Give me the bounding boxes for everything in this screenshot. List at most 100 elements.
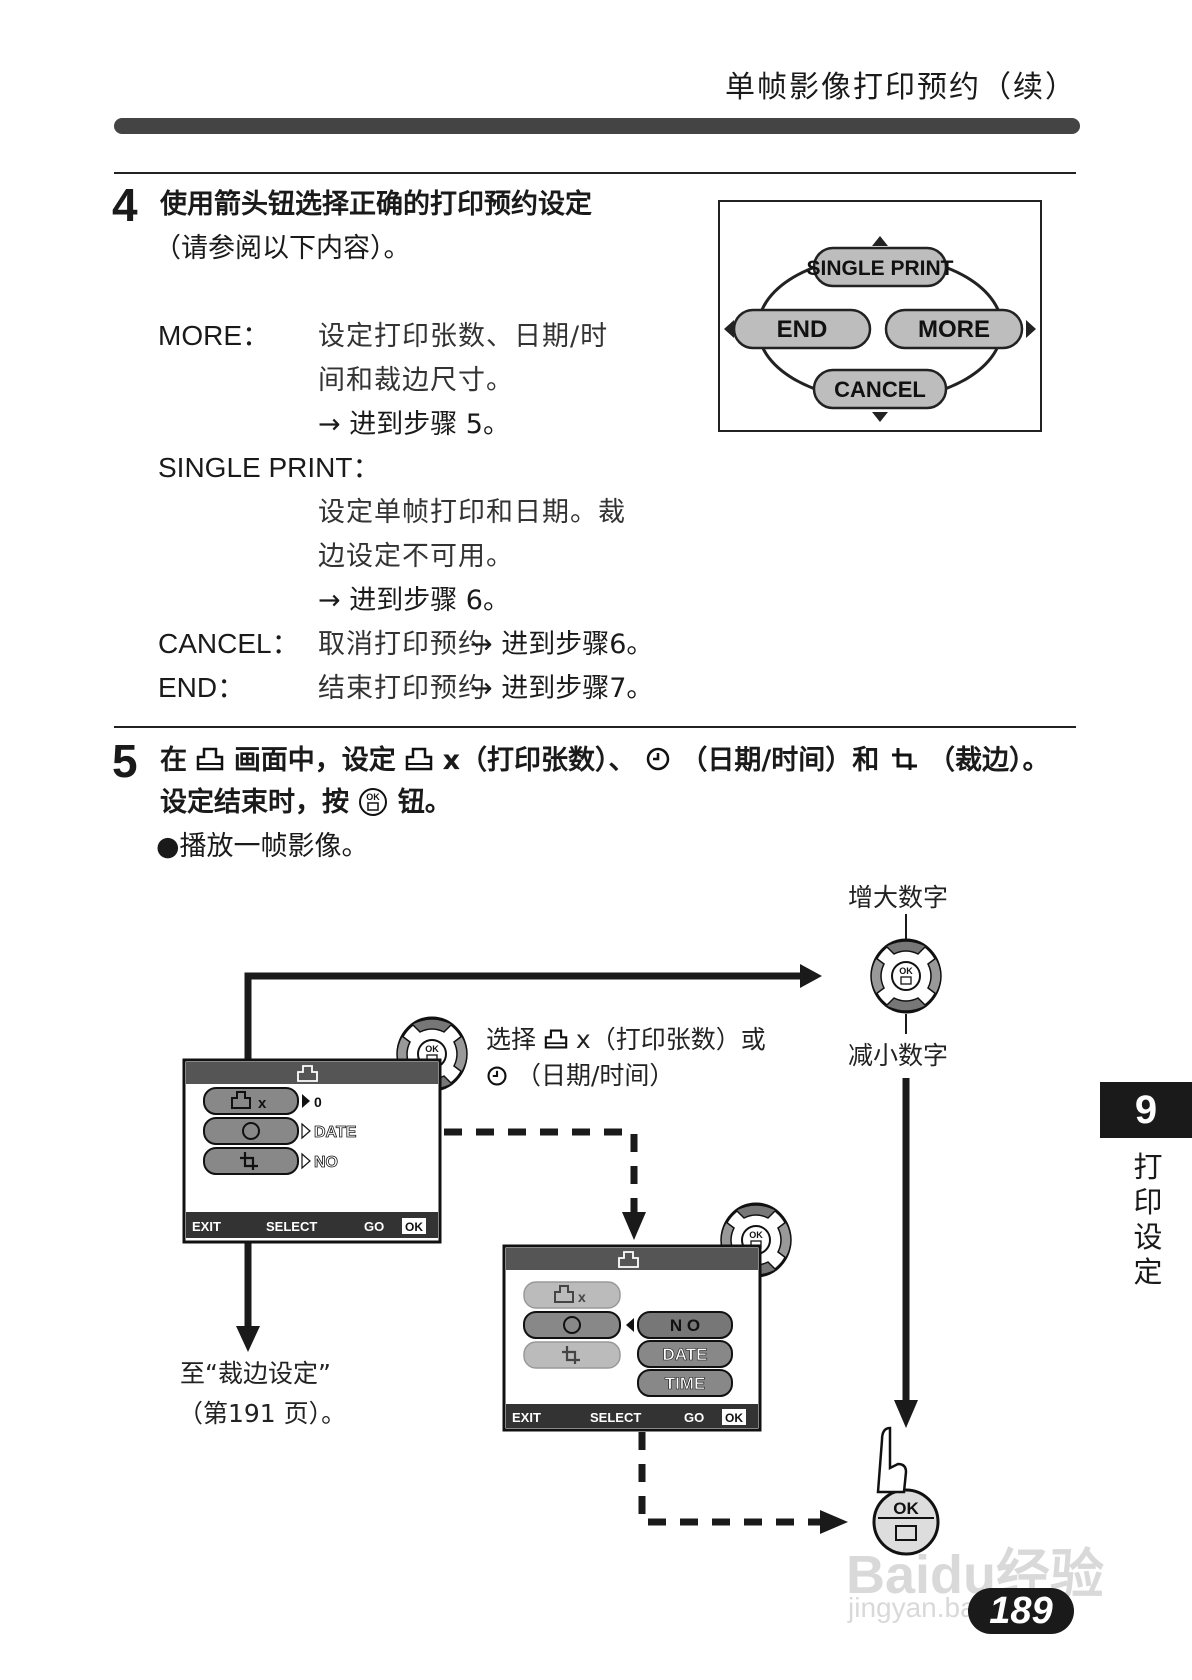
menu-cancel: CANCEL	[812, 368, 948, 410]
svg-text:OK: OK	[367, 792, 381, 802]
screen2-footer-go: GO	[684, 1410, 704, 1425]
to-trim-line2: （第191 页）。	[178, 1399, 347, 1428]
arrow-down-icon	[894, 1400, 918, 1428]
print-icon	[197, 747, 224, 771]
select-note-c: （日期/时间）	[515, 1061, 675, 1090]
camera-screen-2: x N O DATE TIME EXIT SELECT GO OK	[502, 1244, 762, 1432]
screen2-option-no: N O	[670, 1316, 700, 1335]
clock-icon	[563, 1316, 581, 1334]
clock-icon-small	[487, 1066, 507, 1086]
goto-end: → 进到步骤7。	[470, 673, 654, 704]
trim-icon	[562, 1346, 580, 1364]
step5-line2-a: 设定结束时，按	[160, 787, 349, 818]
arrow-down-icon	[236, 1326, 260, 1352]
header-bar	[114, 118, 1080, 134]
arrow-right-icon	[820, 1510, 848, 1534]
camera-screen-1: x 0 DATE NO EXIT SELECT GO OK	[182, 1058, 442, 1244]
goto-cancel: → 进到步骤6。	[470, 629, 654, 660]
desc-single-line1: 设定单帧打印和日期。裁	[318, 497, 626, 528]
screen1-footer-exit: EXIT	[192, 1219, 221, 1234]
screen2-option-time: TIME	[665, 1374, 706, 1393]
dpad-icon	[869, 938, 943, 1014]
screen2-footer-ok: OK	[725, 1411, 743, 1425]
to-trim-line1: 至“裁边设定”	[180, 1359, 331, 1388]
term-cancel: CANCEL：	[158, 628, 300, 659]
print-count-icon-small	[544, 1029, 568, 1049]
step4-rule	[114, 172, 1076, 174]
select-note-line2: （日期/时间）	[486, 1056, 674, 1092]
print-menu-illustration: SINGLE PRINT END MORE CANCEL	[718, 200, 1042, 432]
arrow-down-icon	[622, 1212, 646, 1240]
screen1-footer-go: GO	[364, 1219, 384, 1234]
step4-title-line2: （请参阅以下内容）。	[154, 233, 411, 264]
term-more: MORE：	[158, 320, 271, 351]
step5-line2-b: 钮。	[397, 787, 452, 818]
chapter-tab-char: 印	[1133, 1185, 1163, 1219]
ok-press-label: OK	[893, 1499, 919, 1518]
term-single-print: SINGLE PRINT：	[158, 452, 381, 483]
screen2-footer-exit: EXIT	[512, 1410, 541, 1425]
trim-icon	[891, 748, 917, 770]
desc-more-line2: 间和裁边尺寸。	[318, 365, 514, 396]
chapter-tab-label: 打 印 设 定	[1128, 1150, 1168, 1290]
flow-line-to-count	[244, 972, 810, 1068]
screen2-option-date: DATE	[662, 1345, 707, 1364]
chapter-tab-number: 9	[1100, 1082, 1192, 1138]
print-icon	[297, 1065, 318, 1082]
menu-single-print-label: SINGLE PRINT	[806, 257, 953, 280]
menu-icon	[895, 1525, 917, 1541]
finger-icon	[876, 1426, 908, 1494]
step5-line1: 在 画面中，设定 x（打印张数）、 （日期/时间）和 （裁边）。	[160, 738, 1050, 777]
chapter-tab-char: 设	[1133, 1220, 1163, 1254]
clock-icon	[646, 747, 670, 771]
step5-line1-b: 画面中，设定	[233, 745, 396, 776]
step5-line2: 设定结束时，按 OK 钮。	[160, 780, 452, 819]
step4-title-line1: 使用箭头钮选择正确的打印预约设定	[160, 189, 592, 220]
screen2-row1-label: x	[578, 1289, 586, 1305]
page-header-title: 单帧影像打印预约（续）	[725, 70, 1077, 105]
screen1-footer-ok: OK	[405, 1220, 423, 1234]
flow-dashed-to-ok	[638, 1432, 820, 1526]
arrow-up-icon	[872, 236, 888, 246]
screen2-footer-select: SELECT	[590, 1410, 641, 1425]
desc-single-line2: 边设定不可用。	[318, 541, 514, 572]
goto-more: → 进到步骤 5。	[318, 409, 510, 440]
screen1-footer-select: SELECT	[266, 1219, 317, 1234]
increase-label: 增大数字	[848, 883, 949, 912]
desc-more-line1: 设定打印张数、日期/时	[318, 321, 609, 352]
screen1-count-value: 0	[314, 1094, 322, 1110]
flow-diagram: OK x 0 DATE NO EXIT SELECT G	[182, 914, 943, 1556]
menu-more: MORE	[884, 308, 1024, 350]
menu-cancel-label: CANCEL	[834, 377, 926, 402]
ok-button-icon: OK	[359, 788, 388, 816]
desc-end: 结束打印预约	[318, 673, 486, 704]
step5-line1-d: （日期/时间）和	[680, 745, 880, 776]
desc-cancel: 取消打印预约	[318, 629, 486, 660]
print-count-icon	[554, 1285, 574, 1303]
step5-rule	[114, 726, 1076, 728]
step4-number: 4	[112, 179, 138, 231]
screen1-date-value: DATE	[314, 1124, 357, 1141]
print-count-icon	[405, 747, 433, 771]
arrow-right-icon	[1026, 320, 1036, 338]
arrow-left-icon	[724, 320, 734, 338]
select-note-line1: 选择 x（打印张数）或	[486, 1020, 766, 1056]
screen1-row1-label: x	[258, 1095, 267, 1112]
step5-line1-a: 在	[160, 745, 187, 776]
clock-icon	[242, 1122, 260, 1140]
term-end: END：	[158, 672, 246, 703]
select-note-a: 选择	[486, 1025, 537, 1054]
arrow-down-icon	[872, 412, 888, 422]
select-note-b: x（打印张数）或	[575, 1025, 766, 1054]
print-count-icon	[231, 1091, 251, 1109]
arrow-right-icon	[800, 964, 822, 988]
trim-icon	[240, 1152, 258, 1170]
screen1-trim-value: NO	[314, 1154, 338, 1171]
step5-number: 5	[112, 735, 138, 787]
step5-line1-e: （裁边）。	[928, 745, 1050, 776]
page-number: 189	[968, 1588, 1074, 1634]
step5-line1-c: x（打印张数）、	[442, 745, 636, 776]
menu-single-print: SINGLE PRINT	[806, 246, 954, 288]
chapter-tab-char: 打	[1133, 1150, 1163, 1184]
step5-bullet: ●播放一帧影像。	[156, 831, 369, 862]
